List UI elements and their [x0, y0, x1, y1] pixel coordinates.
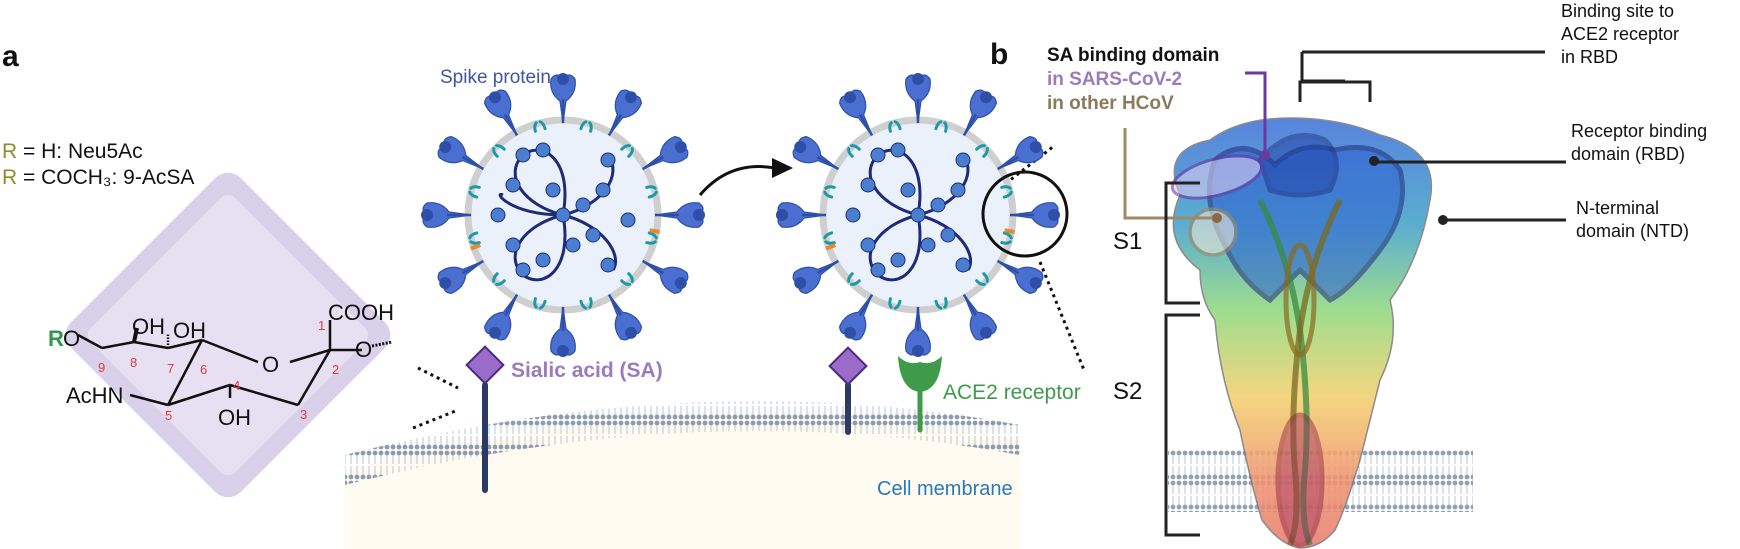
carbon-numbers: 1 2 3 4 5 6 7 8 9: [98, 318, 339, 423]
atom-label-oh7: OH: [173, 318, 206, 343]
atom-label-glycosidic-o: O: [355, 337, 372, 362]
sialic-acid-structure-background: [65, 172, 391, 498]
spike-protein-icon: [549, 305, 577, 359]
sa-binding-domain-sars-cov-2: in SARS-CoV-2: [1047, 69, 1183, 90]
carbon-number: 3: [300, 407, 307, 422]
ntd-annotation: N-terminal domain (NTD): [1576, 198, 1690, 241]
sa-binding-domain-other-hcov-marker: [1188, 207, 1238, 257]
other-hcov-leader-dot: [1212, 213, 1222, 223]
atom-label-cooh: COOH: [328, 300, 394, 325]
atom-label-ro: O: [63, 326, 80, 351]
spike-protein-icon: [774, 201, 828, 229]
panel-label-a: a: [2, 40, 19, 73]
stalk-helix: [1287, 198, 1343, 547]
membrane-protein-icon: [1004, 228, 1015, 234]
atom-label-achn: AcHN: [66, 383, 123, 408]
sialic-acid-receptor-right: [828, 346, 868, 435]
carbon-number: 6: [200, 362, 207, 377]
ntd-leader: [1438, 215, 1566, 225]
cell-membrane-label: Cell membrane: [877, 478, 1013, 500]
membrane-protein-icon: [649, 228, 660, 234]
virus-particle-1: [464, 116, 662, 314]
r-symbol: R: [2, 166, 18, 189]
r-definition-text: = H: Neu5Ac: [17, 140, 143, 163]
spike-protein-icon: [653, 201, 707, 229]
rbd-leader: [1369, 156, 1566, 166]
s1-segment-label: S1: [1113, 228, 1143, 255]
sars-cov-2-leader-dot: [1260, 150, 1270, 160]
spike-protein-icon: [549, 71, 577, 125]
sars-cov-2-leader-line: [1245, 71, 1267, 152]
stalk-helix: [1257, 198, 1313, 547]
s1-bracket: [1164, 181, 1200, 305]
membrane-protein-icon: [470, 243, 481, 251]
ace2-binding-site-annotation: Binding site to ACE2 receptor in RBD: [1561, 1, 1680, 67]
spike-zoom-circle: [981, 170, 1069, 258]
carbon-number: 2: [332, 362, 339, 377]
zoom-connector-lines: [412, 144, 1086, 430]
spike-protein-label: Spike protein: [440, 67, 551, 88]
sialic-acid-receptor-left: [465, 345, 505, 493]
s2-bracket: [1164, 313, 1200, 537]
r-symbol: R: [2, 140, 18, 163]
transmembrane-region: [1275, 412, 1325, 548]
ace2-receptor-label: ACE2 receptor: [943, 381, 1081, 404]
carbon-number: 1: [318, 318, 325, 333]
carbon-number: 5: [165, 408, 172, 423]
sialic-acid-label: Sialic acid (SA): [511, 359, 663, 382]
carbon-number: 7: [167, 361, 174, 376]
sa-binding-domain-other-hcov: in other HCoV: [1047, 93, 1174, 114]
ace2-binding-site-bracket: [1298, 50, 1545, 102]
rbd-annotation: Receptor binding domain (RBD): [1571, 121, 1708, 164]
s2-segment-label: S2: [1113, 378, 1143, 405]
sa-binding-domain-title: SA binding domain: [1047, 45, 1220, 66]
membrane-protein-icon: [825, 243, 836, 251]
spike-protein-icon: [1008, 201, 1062, 229]
ace2-receptor: [898, 356, 942, 433]
other-hcov-leader-line: [1123, 128, 1215, 220]
rbd-outline: [1257, 133, 1339, 198]
carbon-number: 4: [233, 378, 240, 393]
spike-trimer-structure: [1168, 117, 1473, 549]
cell-membrane: [345, 401, 1020, 485]
atom-label-oh4: OH: [218, 405, 251, 430]
central-helix: [1283, 242, 1317, 358]
sialic-acid-atom-labels: R O OH OH AcHN OH COOH O O: [48, 300, 394, 430]
r-substituent-label: R: [48, 326, 64, 351]
panel-label-b: b: [990, 38, 1009, 71]
spike-proteins: [419, 71, 1062, 359]
sialic-acid-chemical-structure: [77, 320, 393, 407]
carbon-number: 8: [130, 355, 137, 370]
cell-surface: [345, 401, 1020, 549]
r-definition-neu5ac: R = H: Neu5Ac: [2, 140, 143, 164]
sa-binding-domain-legend: SA binding domain in SARS-CoV-2 in other…: [1047, 44, 1219, 116]
r-definition-text: = COCH₃: 9-AcSA: [17, 166, 195, 189]
transition-arrow: [698, 158, 793, 196]
atom-label-oh8: OH: [132, 314, 165, 339]
carbon-number: 9: [98, 360, 105, 375]
atom-label-ring-o: O: [262, 352, 279, 377]
sa-binding-domain-sars-cov-2-marker: [1170, 154, 1264, 200]
r-definition-9-acsa: R = COCH₃: 9-AcSA: [2, 166, 194, 190]
spike-protein-icon: [904, 305, 932, 359]
spike-protein-icon: [904, 71, 932, 125]
spike-protein-icon: [419, 201, 473, 229]
